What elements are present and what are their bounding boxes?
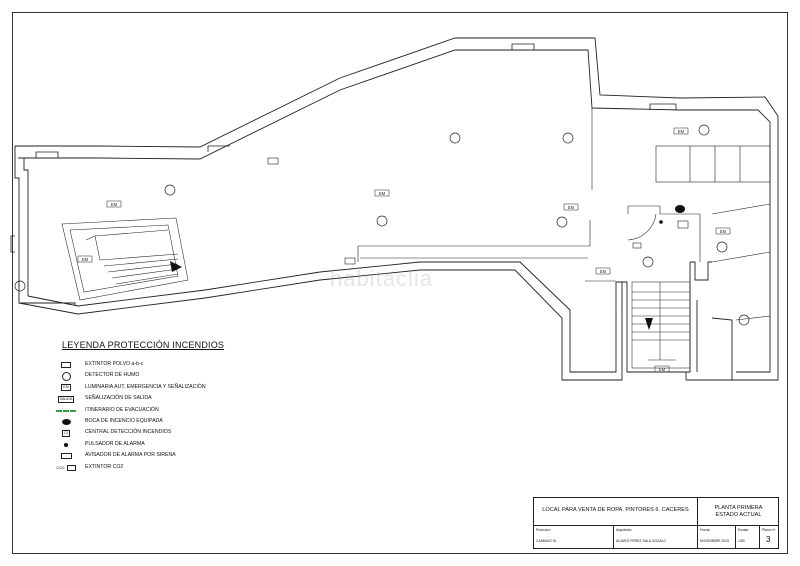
svg-text:EM: EM bbox=[720, 229, 727, 234]
stair-arrow-left bbox=[170, 261, 182, 272]
emergency-light-icon: EM bbox=[106, 200, 122, 208]
sheet-number: 3 bbox=[766, 535, 771, 544]
legend-item: PULSADOR DE ALARMA bbox=[52, 440, 372, 451]
exit-sign-icon: SALIDA bbox=[57, 395, 75, 403]
title-block: LOCAL PARA VENTA DE ROPA. PINTORES 6. CA… bbox=[533, 497, 779, 549]
siren-icon bbox=[52, 451, 80, 461]
legend-item: SALIDA SEÑALIZACIÓN DE SALIDA bbox=[52, 394, 372, 405]
scale-field: Escala: 1/50 bbox=[736, 526, 760, 549]
emergency-light-icon: EM bbox=[374, 189, 390, 197]
stair-right bbox=[631, 281, 691, 369]
sheet-border bbox=[12, 12, 788, 554]
field-value: ALVARO PEREZ SALA GOZALO bbox=[616, 539, 666, 543]
emergency-light-icon: EM bbox=[563, 203, 579, 211]
date-field: Fecha: NOVIEMBRE 2015 bbox=[698, 526, 736, 549]
fire-hose-icon bbox=[675, 205, 685, 213]
emergency-light-icon: EM bbox=[61, 384, 71, 392]
promoter-field: Promotor: CAMINUS SL bbox=[534, 526, 614, 549]
plan-name: PLANTA PRIMERA bbox=[714, 505, 763, 511]
plan-state: ESTADO ACTUAL bbox=[715, 512, 762, 518]
field-header: Plano nº: bbox=[762, 528, 776, 532]
legend-label: LUMINARIA AUT. EMERGENCIA Y SEÑALIZACIÓN bbox=[85, 383, 206, 390]
siren-icon bbox=[632, 242, 642, 249]
field-value: 1/50 bbox=[738, 539, 745, 543]
extinguisher-icon bbox=[52, 360, 80, 370]
smoke-detector-icon bbox=[164, 184, 176, 196]
smoke-detector-icon bbox=[738, 314, 750, 326]
smoke-detector-icon bbox=[716, 241, 728, 253]
emergency-light-icon: EM bbox=[654, 365, 670, 373]
smoke-detector-icon bbox=[562, 132, 574, 144]
svg-text:EM: EM bbox=[82, 257, 89, 262]
legend-item: CO2 EXTINTOR CO2 bbox=[52, 463, 372, 474]
smoke-detector-icon bbox=[449, 132, 461, 144]
legend-label: EXTINTOR POLVO a-b-c bbox=[85, 361, 144, 367]
fire-panel-icon bbox=[677, 220, 689, 229]
outer-walls bbox=[14, 37, 779, 381]
stair-left bbox=[61, 217, 189, 301]
extinguisher-icon bbox=[344, 257, 356, 265]
smoke-detector-icon bbox=[52, 371, 80, 381]
legend-title: LEYENDA PROTECCIÓN INCENDIOS bbox=[62, 340, 225, 350]
field-header: Escala: bbox=[738, 528, 750, 532]
legend-item: DETECTOR DE HUMO bbox=[52, 371, 372, 382]
legend-item: ITINERARIO DE EVACUACIÓN bbox=[52, 406, 372, 417]
project-title: LOCAL PARA VENTA DE ROPA. PINTORES 6. CA… bbox=[534, 498, 698, 526]
legend-label: DETECTOR DE HUMO bbox=[85, 372, 140, 379]
extinguisher-icon bbox=[267, 157, 279, 165]
architect-field: Arquitecto: ALVARO PEREZ SALA GOZALO bbox=[614, 526, 698, 549]
sheet-number-field: Plano nº: 3 bbox=[760, 526, 779, 549]
stair-arrow-right bbox=[645, 318, 653, 330]
emergency-light-icon: EM bbox=[595, 267, 611, 275]
alarm-button-icon bbox=[659, 220, 663, 224]
legend-label: SEÑALIZACIÓN DE SALIDA bbox=[85, 395, 152, 402]
legend-label: AVISADOR DE ALARMA POR SIRENA bbox=[85, 452, 176, 459]
legend-item: CI CENTRAL DETECCIÓN INCENDIOS bbox=[52, 428, 372, 439]
legend-item: EM LUMINARIA AUT. EMERGENCIA Y SEÑALIZAC… bbox=[52, 383, 372, 394]
em-labels: EM EM EM EM EM EM EM EM bbox=[77, 127, 731, 373]
evacuation-route-icon bbox=[52, 406, 80, 416]
field-header: Fecha: bbox=[700, 528, 711, 532]
smoke-detector-icon bbox=[556, 216, 568, 228]
legend: LEYENDA PROTECCIÓN INCENDIOS EXTINTOR PO… bbox=[52, 340, 372, 474]
svg-text:EM: EM bbox=[568, 205, 575, 210]
svg-text:EM: EM bbox=[600, 269, 607, 274]
field-value: CAMINUS SL bbox=[536, 539, 557, 543]
svg-text:EM: EM bbox=[111, 202, 118, 207]
field-header: Arquitecto: bbox=[616, 528, 633, 532]
smoke-detector-icon bbox=[642, 256, 654, 268]
emergency-light-icon: EM bbox=[715, 227, 731, 235]
fire-panel-icon: CI bbox=[62, 429, 70, 437]
emergency-light-icon: EM bbox=[673, 127, 689, 135]
svg-text:EM: EM bbox=[379, 191, 386, 196]
watermark: habitaclia bbox=[330, 266, 433, 291]
field-value: NOVIEMBRE 2015 bbox=[700, 539, 729, 543]
legend-label: PULSADOR DE ALARMA bbox=[85, 440, 145, 447]
smoke-detector-icon bbox=[698, 124, 710, 136]
smoke-detector-icon bbox=[376, 215, 388, 227]
legend-item: BOCA DE INCENCIO EQUIPADA bbox=[52, 417, 372, 428]
fire-hose-icon bbox=[52, 417, 80, 427]
interior-lines bbox=[357, 108, 771, 321]
field-header: Promotor: bbox=[536, 528, 551, 532]
legend-label: EXTINTOR CO2 bbox=[85, 463, 124, 470]
co2-extinguisher-icon: CO2 bbox=[52, 463, 80, 473]
legend-item: EXTINTOR POLVO a-b-c bbox=[52, 360, 372, 371]
legend-label: BOCA DE INCENCIO EQUIPADA bbox=[85, 417, 163, 424]
alarm-button-icon bbox=[52, 440, 80, 450]
svg-text:EM: EM bbox=[659, 367, 666, 372]
svg-text:EM: EM bbox=[678, 129, 685, 134]
plan-title: PLANTA PRIMERA ESTADO ACTUAL bbox=[698, 498, 779, 526]
emergency-light-icon: EM bbox=[77, 255, 93, 263]
wall-notches bbox=[10, 43, 677, 253]
smoke-detectors bbox=[14, 124, 750, 326]
legend-item: AVISADOR DE ALARMA POR SIRENA bbox=[52, 451, 372, 462]
legend-label: ITINERARIO DE EVACUACIÓN bbox=[85, 406, 159, 413]
smoke-detector-icon bbox=[14, 280, 26, 292]
legend-label: CENTRAL DETECCIÓN INCENDIOS bbox=[85, 429, 172, 436]
